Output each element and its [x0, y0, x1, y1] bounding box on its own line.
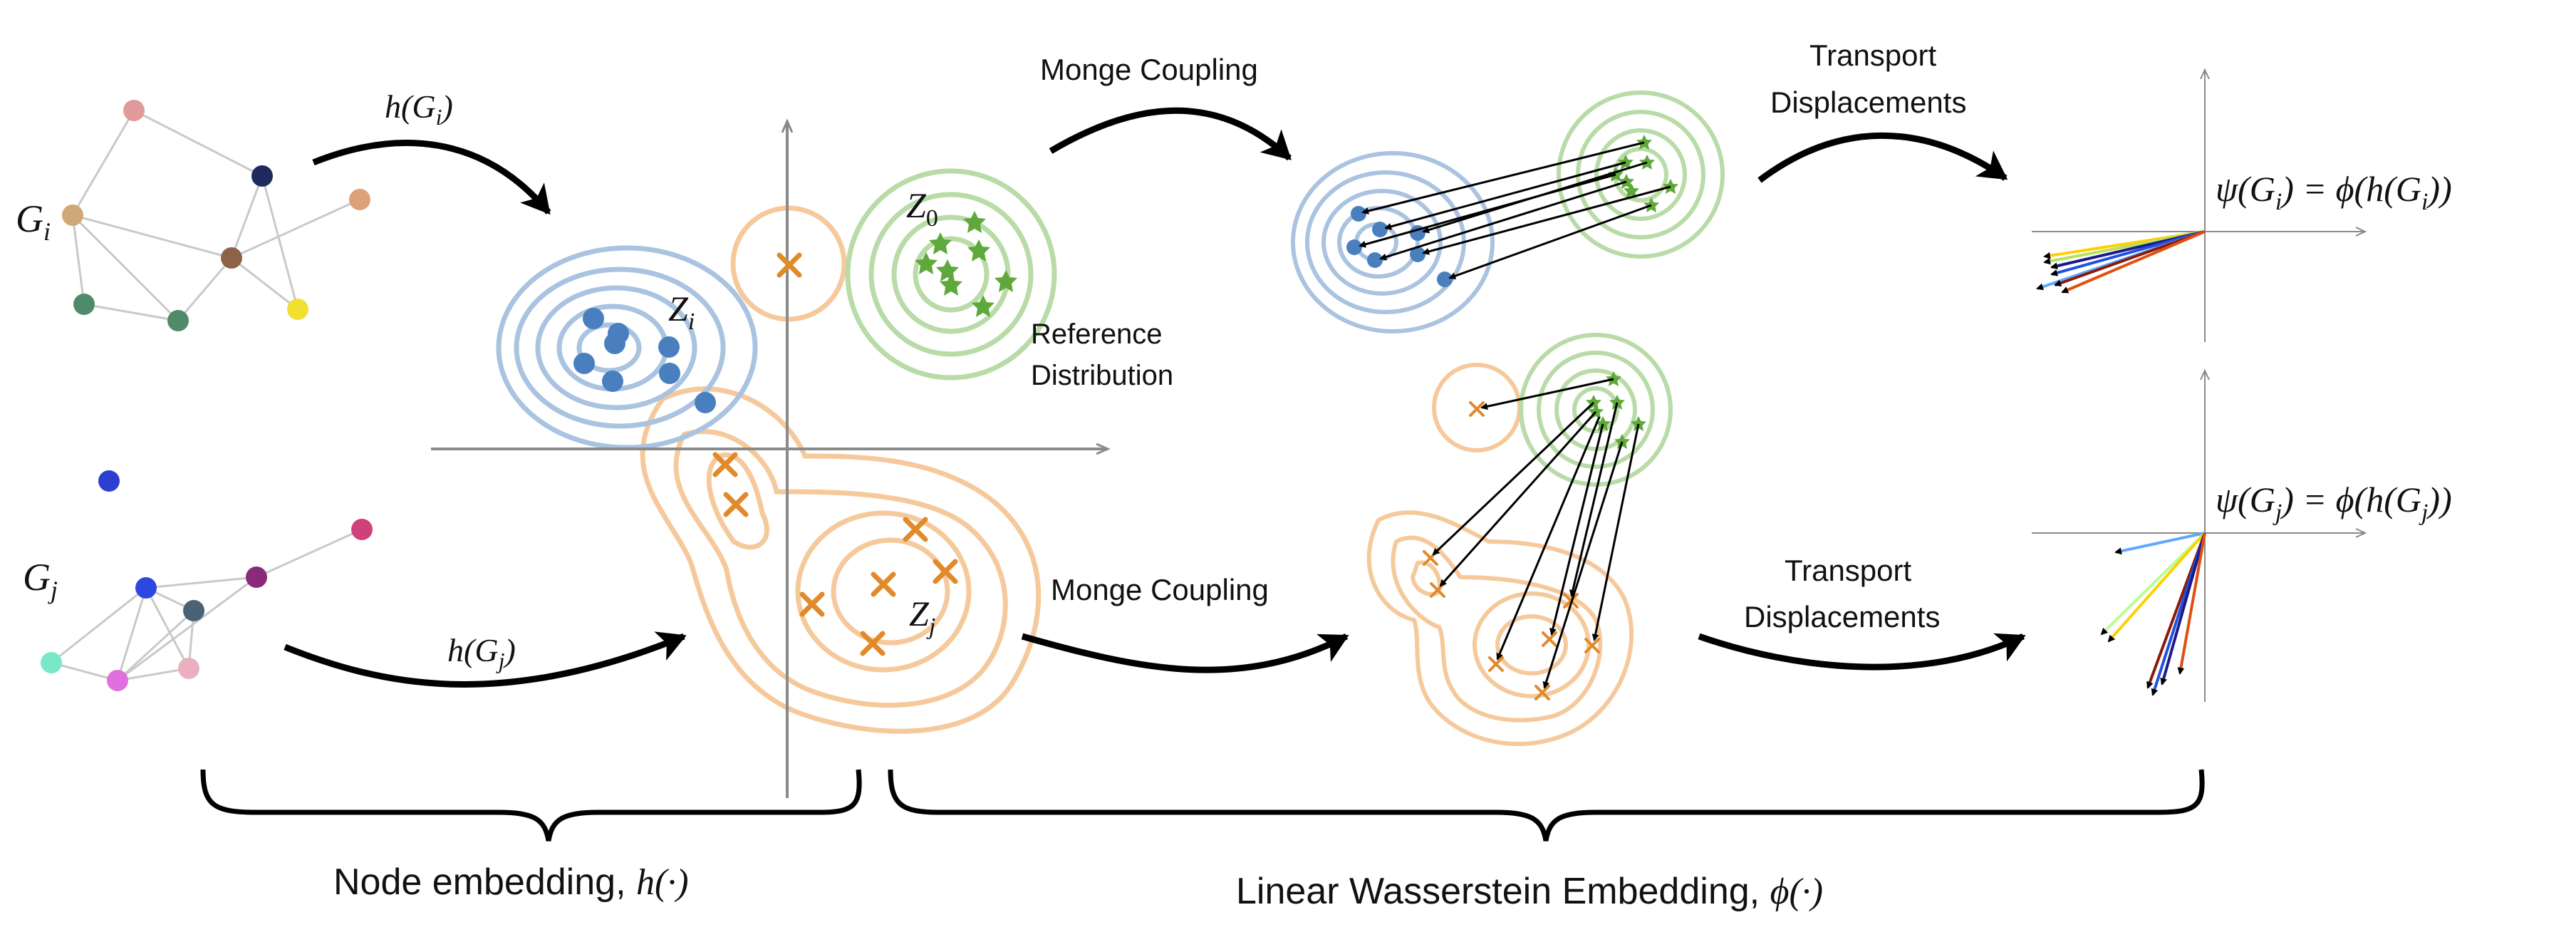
- zj-cross: [779, 255, 799, 275]
- embedding-plot-top: ψ(Gi) = ϕ(h(Gi)): [2032, 70, 2452, 342]
- coupling-panel-top: [1291, 90, 1725, 333]
- graph-node: [73, 294, 95, 315]
- graph-node: [178, 658, 199, 679]
- zi-point: [659, 363, 680, 384]
- reference-label-line1: Reference: [1031, 319, 1163, 350]
- zi-contours: [496, 245, 758, 450]
- graph-node: [351, 519, 373, 540]
- graph-node: [107, 670, 128, 691]
- zi-point: [602, 371, 623, 392]
- graph-node: [221, 247, 242, 269]
- graph-gj-edges: [51, 528, 363, 682]
- graph-node: [41, 652, 62, 673]
- zj-cross: [715, 455, 735, 475]
- zi-point: [604, 333, 625, 354]
- brace-lwe-label: Linear Wasserstein Embedding, ϕ(·): [1236, 871, 1823, 912]
- zj-cross: [873, 574, 893, 594]
- zj-cross: [905, 519, 925, 539]
- graph-node: [246, 566, 267, 588]
- zi-point: [695, 392, 716, 413]
- label-h-gi: h(Gi): [385, 88, 453, 130]
- graph-gi-edges: [71, 109, 360, 322]
- graph-node: [98, 470, 120, 492]
- transport-top-arrow: [1757, 132, 2008, 183]
- arrow-h-gi: [312, 140, 551, 215]
- graph-node: [349, 189, 370, 210]
- graph-node: [287, 299, 308, 320]
- psi-gj-equation: ψ(Gj) = ϕ(h(Gj)): [2216, 480, 2452, 526]
- brace-node-embedding-label: Node embedding, h(·): [333, 861, 689, 903]
- graph-gj-nodes: [41, 470, 373, 691]
- bottom-coupling-arrows: [1432, 378, 1640, 689]
- embedding-space: Zi Z0 Zj Reference Distribution: [431, 121, 1173, 798]
- graph-gj-label: Gj: [23, 556, 58, 604]
- graph-gi: Gi: [16, 100, 370, 331]
- brace-node-embedding: [200, 769, 862, 842]
- coupling-panel-bottom: [1366, 333, 1673, 747]
- z0-star: [936, 259, 959, 281]
- reference-label-line2: Distribution: [1031, 360, 1173, 391]
- monge-coupling-bottom-label: Monge Coupling: [1051, 573, 1269, 606]
- z0-label: Z0: [906, 185, 938, 232]
- monge-coupling-top-label: Monge Coupling: [1040, 53, 1258, 86]
- transport-bottom-line1: Transport: [1785, 554, 1912, 587]
- transport-top-line1: Transport: [1809, 38, 1937, 72]
- top-displacement-vectors: [2036, 230, 2206, 294]
- graph-gi-label: Gi: [16, 197, 51, 246]
- top-coupling-arrows: [1359, 141, 1671, 279]
- arrow-h-gj: [284, 631, 687, 688]
- zi-label: Zi: [668, 289, 695, 335]
- graph-gi-nodes: [62, 100, 370, 331]
- monge-coupling-bottom-arrow: [1021, 633, 1349, 673]
- zj-label: Zj: [909, 594, 935, 640]
- zi-points: [573, 308, 716, 413]
- zj-cross: [726, 495, 746, 514]
- zi-point: [658, 336, 680, 358]
- graph-node: [123, 100, 145, 121]
- graph-node: [135, 577, 157, 599]
- z0-contours: [845, 168, 1057, 381]
- psi-gi-equation: ψ(Gi) = ϕ(h(Gi)): [2216, 169, 2452, 215]
- z0-star: [929, 232, 952, 254]
- zi-point: [573, 353, 595, 374]
- transport-bottom-line2: Displacements: [1744, 600, 1940, 633]
- graph-gj: Gj: [23, 470, 373, 691]
- graph-node: [183, 600, 204, 621]
- graph-node: [251, 165, 273, 187]
- zj-contours: [640, 205, 1042, 734]
- embedding-plot-bottom: ψ(Gj) = ϕ(h(Gj)): [2032, 371, 2452, 702]
- bottom-displacement-vectors: [2100, 532, 2206, 696]
- label-h-gj: h(Gj): [447, 632, 516, 673]
- zi-point: [583, 308, 604, 329]
- monge-coupling-top-arrow: [1049, 107, 1292, 161]
- brace-lwe: [888, 769, 2205, 842]
- top-source-points: [1346, 206, 1453, 287]
- graph-node: [167, 310, 189, 331]
- transport-top-line2: Displacements: [1770, 86, 1966, 119]
- graph-node: [62, 205, 83, 226]
- transport-bottom-arrow: [1698, 633, 2026, 671]
- zj-cross: [802, 594, 822, 614]
